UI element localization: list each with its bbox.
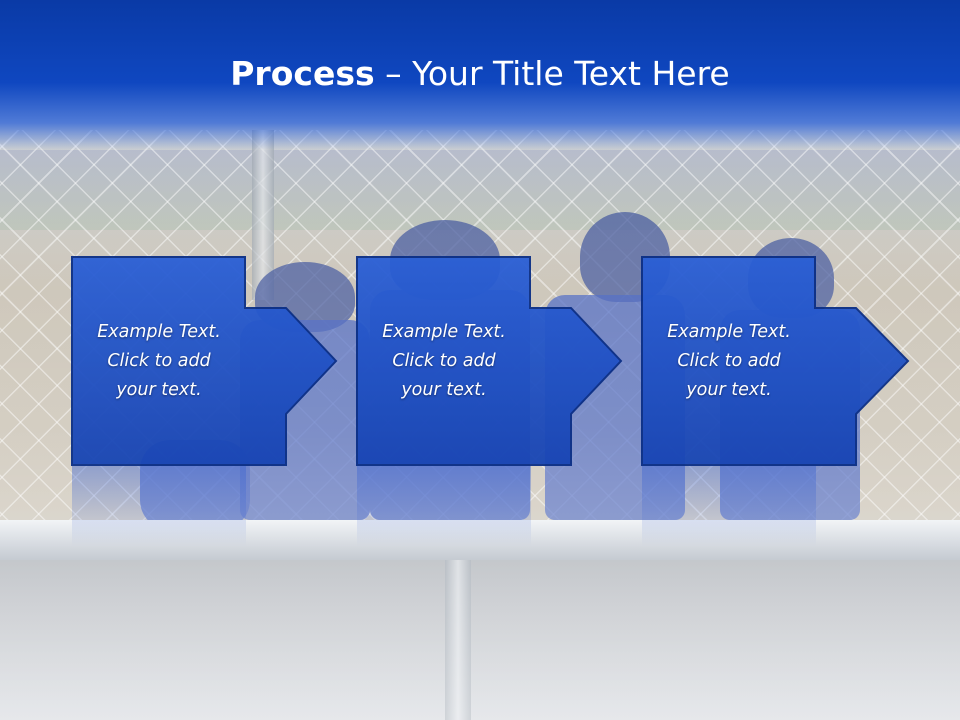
step-2-box[interactable]: Example Text. Click to add your text.: [357, 257, 531, 465]
slide-title[interactable]: Process – Your Title Text Here: [0, 52, 960, 96]
step-3-reflection: [642, 466, 816, 546]
step-2-text[interactable]: Example Text. Click to add your text.: [382, 321, 506, 400]
step-2-reflection: [357, 466, 531, 546]
step-2-arrow-shape[interactable]: [356, 256, 623, 466]
step-1-reflection: [72, 466, 246, 546]
step-3-text[interactable]: Example Text. Click to add your text.: [667, 321, 791, 400]
bench-leg: [445, 560, 471, 720]
step-1-box[interactable]: Example Text. Click to add your text.: [72, 257, 246, 465]
title-bar: [0, 0, 960, 150]
background-fence-pole: [252, 130, 274, 300]
step-1-text[interactable]: Example Text. Click to add your text.: [97, 321, 221, 400]
step-1-arrow-shape[interactable]: [71, 256, 338, 466]
title-rest: – Your Title Text Here: [374, 54, 730, 93]
step-3-box[interactable]: Example Text. Click to add your text.: [642, 257, 816, 465]
step-3-arrow-shape[interactable]: [641, 256, 910, 466]
title-bold: Process: [230, 54, 375, 93]
bench-shadow: [0, 560, 960, 720]
background-field: [0, 150, 960, 230]
bench-seat: [0, 520, 960, 560]
